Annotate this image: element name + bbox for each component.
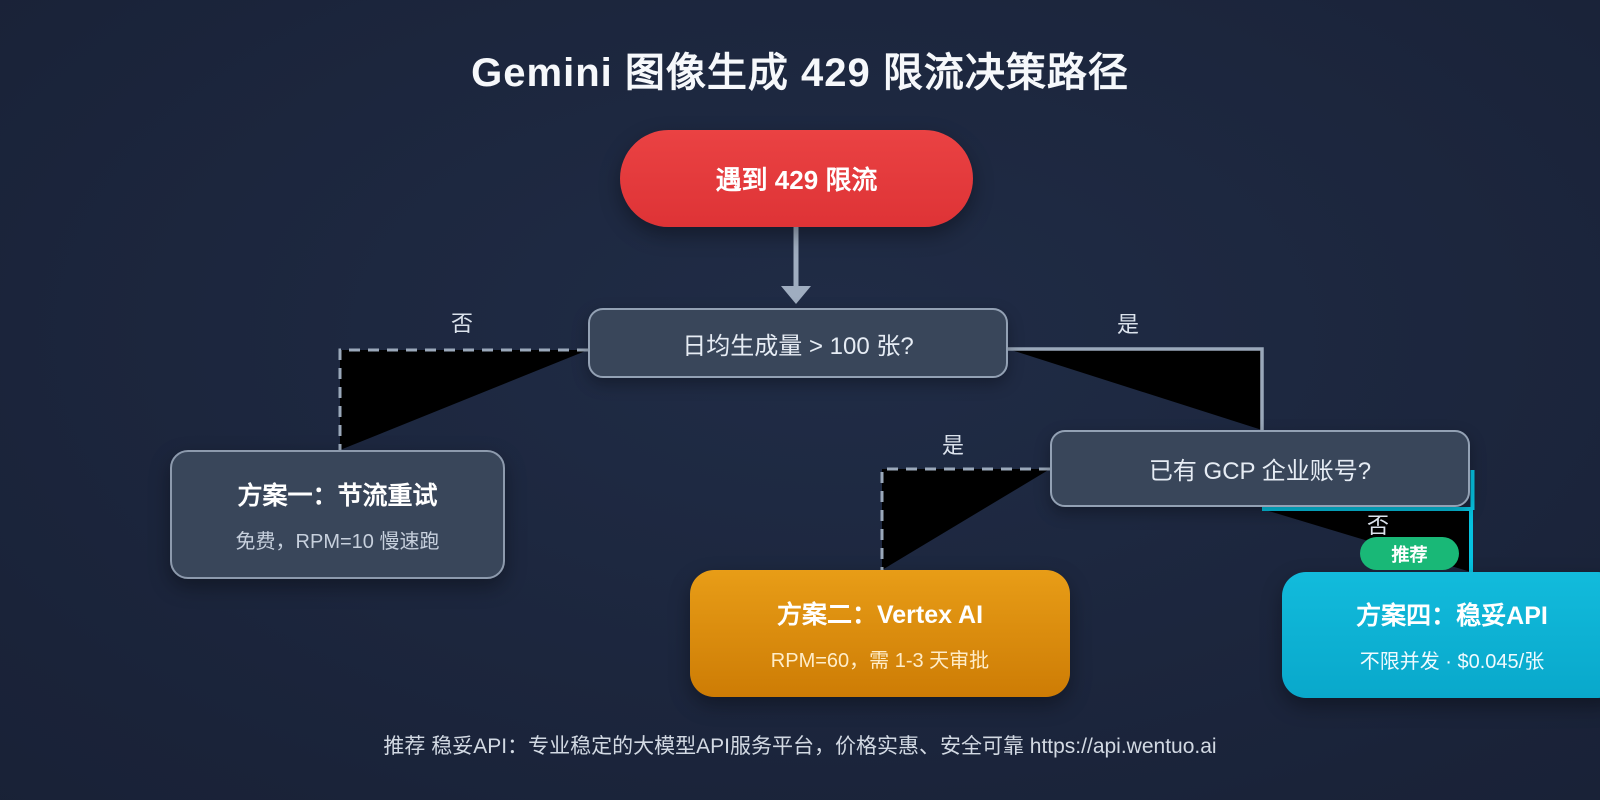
arrowhead-icon xyxy=(781,286,811,304)
edge-label-yes-2: 是 xyxy=(941,433,964,458)
node-start-label: 遇到 429 限流 xyxy=(715,165,878,195)
edge-label-no-1: 否 xyxy=(450,311,473,336)
plan1-title: 方案一：节流重试 xyxy=(237,481,438,510)
node-plan1-throttle-retry: 方案一：节流重试 免费，RPM=10 慢速跑 xyxy=(170,450,505,579)
plan1-subtitle: 免费，RPM=10 慢速跑 xyxy=(235,530,440,553)
decision-volume-label: 日均生成量 > 100 张? xyxy=(682,332,914,360)
edge-label-yes-1: 是 xyxy=(1116,312,1139,337)
node-start-429: 遇到 429 限流 xyxy=(620,130,973,227)
recommended-badge: 推荐 xyxy=(1360,537,1459,570)
node-decision-daily-volume: 日均生成量 > 100 张? xyxy=(588,308,1008,378)
page-title: Gemini 图像生成 429 限流决策路径 xyxy=(471,51,1129,95)
footer-promo-text: 推荐 稳妥API：专业稳定的大模型API服务平台，价格实惠、安全可靠 https… xyxy=(383,735,1217,758)
edge-no-to-plan1 xyxy=(338,348,588,450)
recommended-badge-label: 推荐 xyxy=(1391,544,1428,565)
decision-gcp-label: 已有 GCP 企业账号? xyxy=(1148,458,1372,485)
node-decision-gcp-account: 已有 GCP 企业账号? xyxy=(1050,430,1470,507)
node-plan4-wentuo-api: 方案四：稳妥API 不限并发 · $0.045/张 xyxy=(1282,572,1600,698)
edge-yes-to-gcp xyxy=(1008,347,1264,430)
plan2-title: 方案二：Vertex AI xyxy=(776,600,984,629)
edge-label-no-2: 否 xyxy=(1366,513,1389,538)
plan4-title: 方案四：稳妥API xyxy=(1356,602,1548,630)
node-plan2-vertex-ai: 方案二：Vertex AI RPM=60，需 1-3 天审批 xyxy=(690,570,1070,697)
plan4-subtitle: 不限并发 · $0.045/张 xyxy=(1359,651,1545,673)
plan2-subtitle: RPM=60，需 1-3 天审批 xyxy=(770,649,990,672)
edge-yes-to-plan2 xyxy=(880,467,1050,570)
